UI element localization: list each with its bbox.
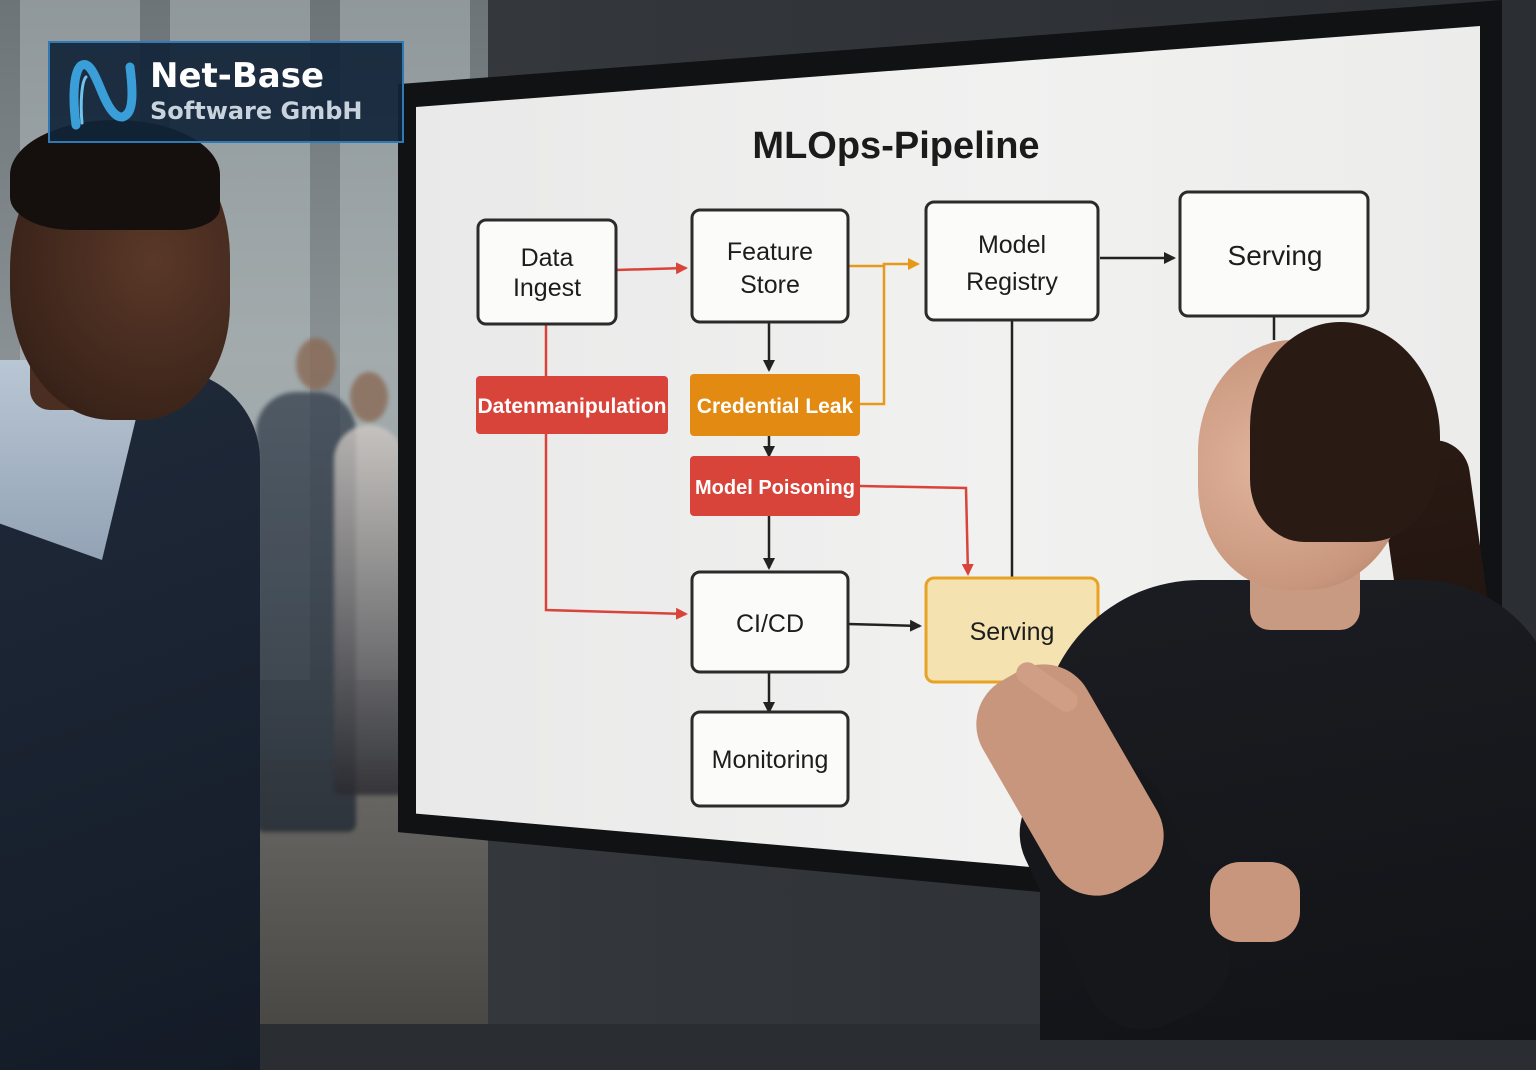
arrow-credential-to-registry	[860, 266, 886, 406]
threat-model-poisoning-label: Model Poisoning	[695, 477, 855, 499]
threat-datenmanipulation-label: Datenmanipulation	[477, 395, 666, 418]
node-feature-store-label-line1: Feature	[727, 238, 813, 266]
arrow-poisoning-to-serving	[859, 484, 974, 576]
threat-credential-leak-label: Credential Leak	[697, 395, 854, 418]
node-cicd: CI/CD	[690, 570, 850, 674]
background-person-head	[350, 372, 388, 422]
node-model-registry: Model Registry	[924, 200, 1100, 322]
arrow-cicd-to-serving	[847, 619, 922, 632]
threat-datenmanipulation: Datenmanipulation	[476, 376, 668, 434]
node-model-registry-label-line2: Registry	[966, 268, 1058, 296]
diagram-title: MLOps-Pipeline	[752, 125, 1039, 167]
node-feature-store: Feature Store	[690, 208, 850, 324]
logo-company-subtitle: Software GmbH	[150, 97, 363, 125]
arrow-feature-to-registry	[848, 258, 920, 270]
node-monitoring: Monitoring	[690, 710, 850, 808]
background-person-head	[296, 338, 336, 390]
mlops-pipeline-diagram: MLOps-Pipeline Data Ingest Feature Store…	[476, 125, 1370, 808]
node-model-registry-label-line1: Model	[978, 231, 1046, 259]
woman-folded-hand	[1210, 862, 1300, 942]
node-cicd-label: CI/CD	[736, 610, 804, 638]
node-data-ingest-label-line1: Data	[521, 244, 574, 272]
company-logo: Net-Base Software GmbH	[48, 41, 404, 143]
node-data-ingest-label-line2: Ingest	[513, 274, 581, 302]
connectors	[544, 252, 1276, 714]
node-serving-highlight-label: Serving	[970, 618, 1055, 646]
threat-model-poisoning: Model Poisoning	[690, 456, 860, 516]
node-serving-top-label: Serving	[1228, 240, 1323, 271]
logo-company-name: Net-Base	[150, 56, 325, 96]
node-feature-store-label-line2: Store	[740, 271, 800, 299]
node-data-ingest: Data Ingest	[476, 218, 618, 326]
node-monitoring-label: Monitoring	[712, 746, 829, 774]
arrow-ingest-to-feature	[615, 262, 688, 275]
threat-credential-leak: Credential Leak	[690, 374, 860, 436]
background-person	[334, 425, 404, 795]
node-serving-top: Serving	[1178, 190, 1370, 318]
woman-hair	[1250, 322, 1440, 542]
wave-n-icon	[69, 60, 137, 130]
arrow-datenmanipulation-to-cicd	[544, 434, 688, 620]
